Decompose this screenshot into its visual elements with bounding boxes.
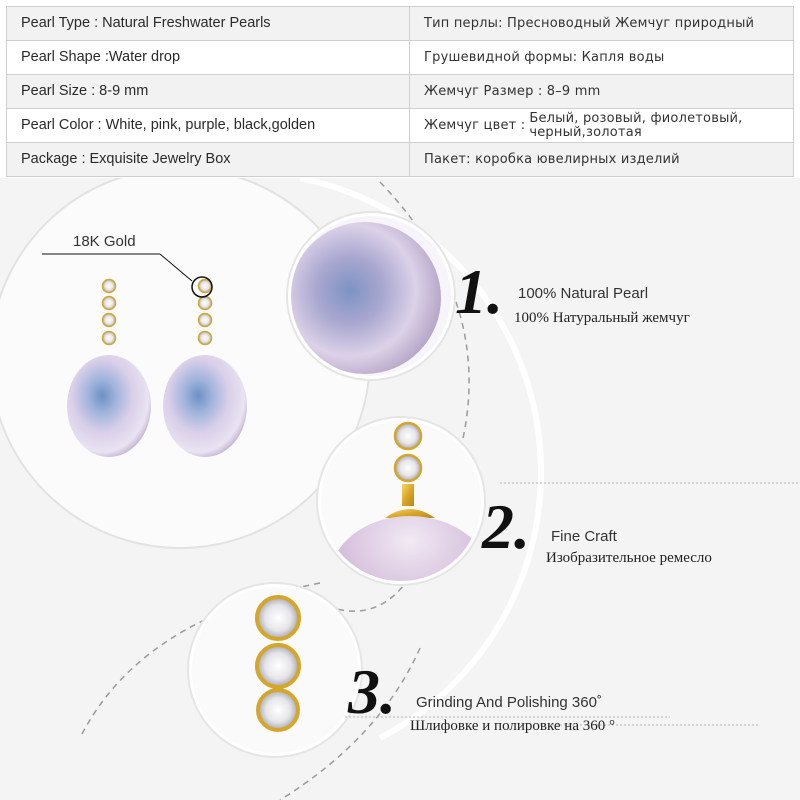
feature-1-en: 100% Natural Pearl — [518, 285, 649, 302]
spec-package-en: Package : Exquisite Jewelry Box — [6, 142, 410, 177]
feature-3-en: Grinding And Polishing 360˚ — [416, 694, 602, 711]
feature-circle-polish — [187, 582, 363, 758]
spec-shape-ru: Грушевидной формы: Капля воды — [409, 40, 794, 75]
feature-number-3: 3. — [348, 656, 396, 727]
spec-type-en: Pearl Type : Natural Freshwater Pearls — [6, 6, 410, 41]
earring-left — [67, 275, 151, 457]
feature-3-ru: Шлифовке и полировке на 360 ° — [410, 718, 615, 734]
spec-color-ru-line2: черный,золотая — [529, 124, 642, 140]
spec-size-en: Pearl Size : 8-9 mm — [6, 74, 410, 109]
spec-row-type: Pearl Type : Natural Freshwater Pearls Т… — [6, 6, 794, 41]
feature-2-en: Fine Craft — [551, 528, 617, 545]
feature-2-ru: Изобразительное ремесло — [546, 550, 712, 566]
spec-package-ru: Пакет: коробка ювелирных изделий — [409, 142, 794, 177]
product-illustration — [0, 178, 800, 800]
specification-table: Pearl Type : Natural Freshwater Pearls Т… — [6, 6, 794, 177]
feature-circle-craft — [316, 416, 486, 586]
earring-right — [163, 275, 247, 457]
feature-1-ru: 100% Натуральный жемчуг — [514, 310, 690, 326]
spec-size-ru: Жемчуг Размер : 8–9 mm — [409, 74, 794, 109]
spec-shape-en: Pearl Shape :Water drop — [6, 40, 410, 75]
spec-row-size: Pearl Size : 8-9 mm Жемчуг Размер : 8–9 … — [6, 74, 794, 109]
product-feature-section: 18K Gold 1. 100% Natural Pearl 100% Нату… — [0, 178, 800, 800]
spec-color-ru-cell: Жемчуг цвет : Белый, розовый, фиолетовый… — [409, 108, 794, 143]
spec-row-package: Package : Exquisite Jewelry Box Пакет: к… — [6, 142, 794, 177]
spec-row-shape: Pearl Shape :Water drop Грушевидной форм… — [6, 40, 794, 75]
gold-callout — [42, 253, 213, 298]
feature-circle-pearl — [286, 211, 456, 381]
spec-color-en: Pearl Color : White, pink, purple, black… — [6, 108, 410, 143]
gold-label: 18K Gold — [73, 233, 136, 250]
spec-row-color: Pearl Color : White, pink, purple, black… — [6, 108, 794, 143]
spec-type-ru: Тип перлы: Пресноводный Жемчуг природный — [409, 6, 794, 41]
spec-color-ru-label: Жемчуг цвет : — [424, 118, 526, 133]
feature-number-2: 2. — [482, 491, 530, 562]
feature-number-1: 1. — [455, 256, 503, 327]
spec-color-ru-line1: Белый, розовый, фиолетовый, — [529, 110, 743, 126]
